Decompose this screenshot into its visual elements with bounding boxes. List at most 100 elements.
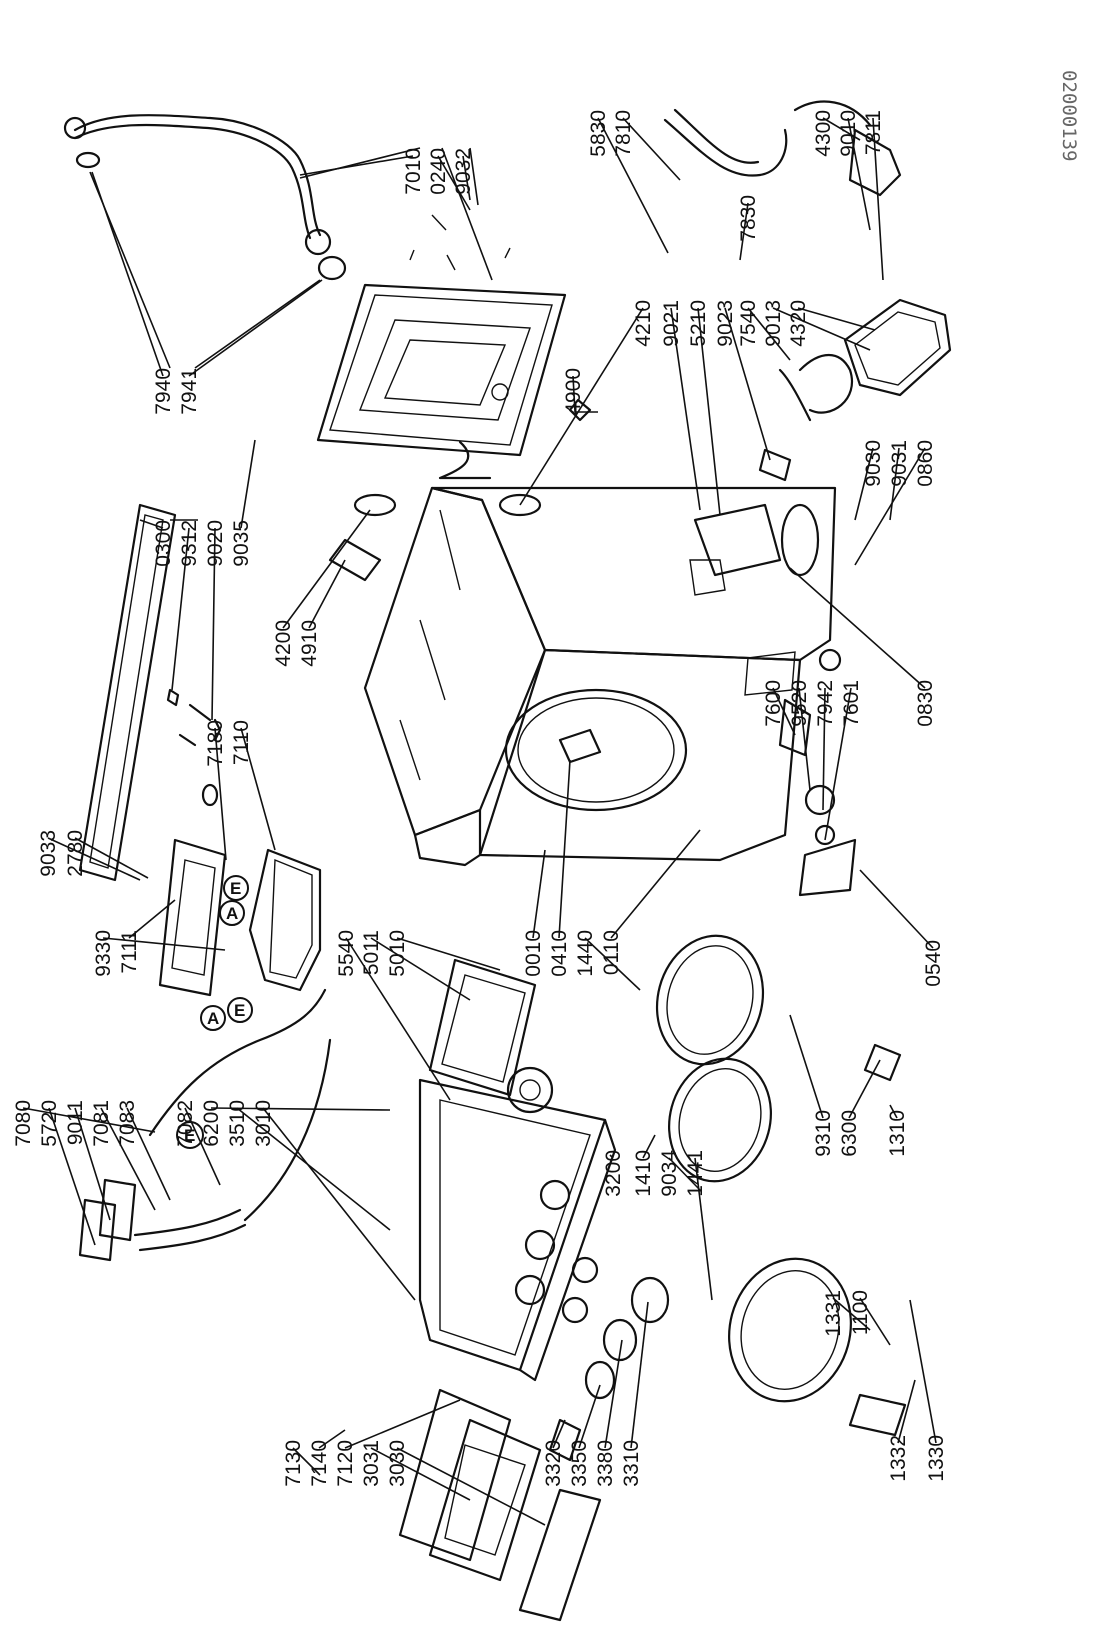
part-number-4200: 4200 (272, 620, 295, 667)
leader-9011 (74, 1107, 111, 1221)
leader-lines (22, 117, 937, 1526)
part-number-4210: 4210 (632, 300, 655, 347)
leader-4320 (797, 307, 876, 331)
part-number-7130: 7130 (282, 1440, 305, 1487)
dispenser-housing (158, 838, 322, 997)
part-number-6200: 6200 (200, 1100, 223, 1147)
leader-0410 (558, 759, 571, 939)
part-number-7830: 7830 (737, 195, 760, 242)
part-number-7111: 7111 (118, 930, 141, 974)
part-number-0010: 0010 (522, 930, 545, 977)
part-number-9032: 9032 (452, 148, 475, 195)
leader-0300 (139, 519, 164, 529)
leader-9023 (724, 307, 771, 461)
part-number-7010: 7010 (402, 148, 425, 195)
leader-7540 (747, 307, 791, 361)
part-number-0540: 0540 (922, 940, 945, 987)
leader-9033 (47, 837, 141, 881)
part-number-7140: 7140 (308, 1440, 331, 1487)
detergent-drawer (398, 1388, 602, 1622)
part-number-9031: 9031 (888, 440, 911, 487)
leader-9330 (102, 937, 226, 951)
part-number-0300: 0300 (152, 520, 175, 567)
part-number-9035: 9035 (230, 520, 253, 567)
leader-9021 (670, 307, 701, 511)
part-number-9330: 9330 (92, 930, 115, 977)
leader-3010 (262, 1107, 416, 1301)
part-number-1410: 1410 (632, 1150, 655, 1197)
leader-9312 (171, 527, 190, 691)
part-number-3200: 3200 (602, 1150, 625, 1197)
inlet-hose (63, 114, 421, 369)
leader-7140 (318, 1429, 346, 1449)
part-number-7082: 7082 (174, 1100, 197, 1147)
part-number-9312: 9312 (178, 520, 201, 567)
part-number-4300: 4300 (812, 110, 835, 157)
part-number-5720: 5720 (38, 1100, 61, 1147)
leader-4210 (519, 307, 644, 506)
part-number-9013: 9013 (762, 300, 785, 347)
part-number-9034: 9034 (658, 1150, 681, 1197)
svg-text:E: E (184, 1126, 195, 1145)
leader-9030 (854, 447, 874, 521)
part-number-7600: 7600 (762, 680, 785, 727)
part-number-7081: 7081 (90, 1100, 113, 1147)
badge-E-lower: E (176, 1121, 204, 1149)
part-number-9310: 9310 (812, 1110, 835, 1157)
leader-5830 (597, 117, 669, 254)
leader-3350 (578, 1384, 601, 1449)
leader-7940 (91, 171, 164, 377)
part-number-0410: 0410 (548, 930, 571, 977)
leader-4200 (282, 509, 371, 629)
leader-7130 (292, 1447, 321, 1476)
part-number-7540: 7540 (737, 300, 760, 347)
leader-7810 (622, 117, 681, 181)
svg-text:E: E (230, 879, 241, 898)
part-number-6300: 6300 (838, 1110, 861, 1157)
leader-0010 (532, 849, 546, 939)
leader-5540 (345, 937, 451, 1101)
part-number-3031: 3031 (360, 1440, 383, 1487)
badge-E-left: E (227, 997, 253, 1023)
badge-E-right: E (223, 875, 249, 901)
part-number-3320: 3320 (542, 1440, 565, 1487)
part-number-3510: 3510 (226, 1100, 249, 1147)
leader-7110 (240, 727, 276, 851)
part-number-7120: 7120 (334, 1440, 357, 1487)
part-number-7941: 7941 (178, 368, 201, 415)
leader-3510 (236, 1107, 391, 1231)
leader-4900 (572, 375, 576, 413)
leader-7601 (824, 687, 852, 841)
leader-7082 (184, 1107, 221, 1186)
leader-9035 (240, 439, 256, 529)
part-number-5830: 5830 (587, 110, 610, 157)
leader-7600 (772, 687, 796, 736)
cabinet (363, 486, 837, 867)
leader-2780 (74, 837, 149, 879)
part-number-1440: 1440 (574, 930, 597, 977)
leader-9010 (847, 117, 871, 231)
leader-1330 (909, 1299, 937, 1444)
leader-4910 (308, 559, 346, 629)
leader-0110 (610, 829, 701, 939)
leader-9032 (462, 155, 471, 201)
leader-1310 (889, 1104, 898, 1119)
leader-5011 (370, 937, 471, 1001)
leader-0860 (854, 447, 926, 566)
leader-7811 (872, 117, 884, 281)
leader-0830 (789, 567, 926, 689)
leader-0240 (437, 155, 471, 211)
leader-1440 (584, 937, 641, 991)
part-number-7083: 7083 (116, 1100, 139, 1147)
part-number-1100: 1100 (849, 1290, 872, 1335)
part-number-0830: 0830 (914, 680, 937, 727)
rear-cover-plate (316, 147, 598, 480)
door-rings (655, 934, 852, 1403)
part-number-5210: 5210 (687, 300, 710, 347)
control-knobs (548, 1276, 670, 1462)
leader-7180 (214, 727, 227, 861)
part-number-9011: 9011 (64, 1100, 87, 1145)
part-number-1310: 1310 (886, 1110, 909, 1157)
